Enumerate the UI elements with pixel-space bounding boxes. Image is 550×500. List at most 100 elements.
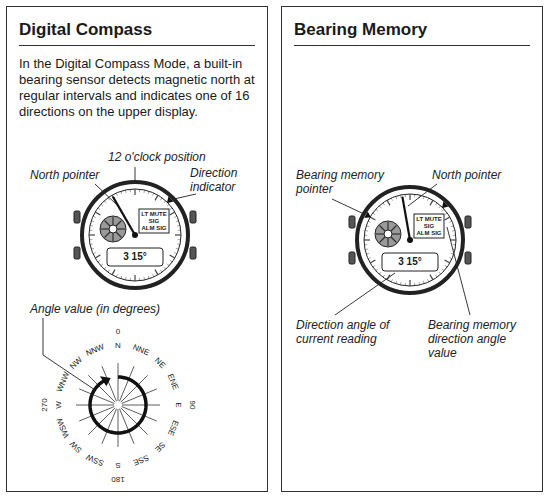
compass-rose: [76, 363, 160, 447]
dial-tick: [449, 221, 452, 222]
callout-label: Bearing memory pointer: [296, 168, 392, 196]
dial-tick: [90, 225, 93, 227]
angle-arrowhead: [100, 376, 111, 386]
dial-tick: [167, 204, 169, 206]
dial-tick: [383, 203, 385, 205]
dial-tick: [395, 196, 397, 199]
panel-heading: Digital Compass: [19, 19, 255, 46]
dial-tick: [143, 277, 145, 280]
dial-tick: [373, 213, 375, 215]
watch-illustration: [74, 182, 196, 288]
dial-tick: [391, 279, 392, 282]
dial-tick: [387, 200, 390, 205]
watch-button: [349, 216, 355, 228]
dial-tick: [91, 248, 94, 250]
dial-tick: [451, 253, 454, 255]
dial-tick: [93, 216, 96, 217]
dial-tick: [116, 274, 117, 277]
direction-label: ENE: [166, 373, 181, 392]
direction-label: E: [174, 402, 183, 407]
angle-readout: 3 15°: [398, 256, 421, 268]
direction-label: SSE: [132, 453, 150, 467]
watch-button: [190, 211, 196, 223]
dial-tick: [373, 265, 375, 267]
dial-tick: [155, 195, 158, 200]
rose-spoke: [118, 409, 119, 447]
panel-heading: Bearing Memory: [294, 19, 530, 46]
dial-tick: [139, 278, 140, 281]
dial-tick: [175, 234, 181, 235]
dial-tick: [160, 270, 162, 272]
leader-line: [135, 167, 136, 180]
lcd-text: SIG: [149, 218, 159, 225]
dial-tick: [98, 260, 100, 262]
lcd-text: ALM SIG: [142, 225, 167, 232]
dial-tick: [445, 217, 450, 220]
dial-tick: [176, 248, 179, 250]
dial-tick: [442, 209, 444, 211]
lcd-text: SIG: [424, 223, 434, 230]
dial-tick: [364, 235, 367, 236]
sub-dial-face: [100, 216, 126, 242]
panel: Digital CompassIn the Digital Compass Mo…: [6, 6, 268, 492]
dial-tick: [89, 230, 92, 231]
direction-label: NE: [153, 355, 167, 369]
dial-tick: [376, 209, 378, 211]
dial-tick: [176, 220, 179, 222]
dial-tick: [95, 255, 100, 258]
dial-tick: [164, 267, 166, 269]
dial-tick: [365, 248, 368, 250]
dial-tick: [160, 198, 162, 200]
dial-tick: [427, 279, 428, 282]
dial-tick: [167, 264, 169, 266]
dial-tick: [376, 269, 378, 271]
rose-spoke: [118, 363, 119, 401]
watch-bezel: [357, 187, 463, 293]
dial-tick: [90, 243, 93, 245]
upper-display: [139, 209, 169, 233]
watch-illustration: [349, 187, 471, 293]
callout-label: Direction indicator: [190, 166, 256, 194]
dial-tick: [130, 278, 131, 281]
dial-tick: [435, 203, 437, 205]
dial-tick: [445, 265, 447, 267]
dial-ring: [89, 189, 181, 281]
dial-tick: [427, 198, 428, 201]
dial-tick: [430, 275, 433, 280]
watch-button: [190, 247, 196, 259]
dial-tick: [368, 257, 371, 258]
dial-tick: [453, 244, 456, 245]
dial-tick: [93, 252, 96, 253]
lower-display: [107, 248, 163, 266]
sub-dial: [100, 216, 126, 242]
watch-button: [74, 247, 80, 259]
dial-tick: [170, 255, 175, 258]
dial-tick: [452, 230, 455, 232]
dial-tick: [370, 260, 375, 263]
dial-tick: [139, 189, 140, 192]
dial-tick: [368, 221, 371, 222]
dial-tick: [174, 252, 177, 253]
lcd-text: LT MUTE: [141, 211, 167, 218]
dial-tick: [445, 260, 450, 263]
dial-tick: [148, 191, 150, 194]
dial-tick: [116, 193, 117, 196]
leader-line: [408, 184, 437, 206]
dial-tick: [101, 204, 103, 206]
dial-tick: [104, 201, 106, 203]
dial-tick: [391, 198, 392, 201]
dial-tick: [365, 230, 368, 232]
dial-tick: [414, 194, 415, 197]
direction-label: SE: [153, 440, 167, 454]
rose-spoke: [79, 407, 114, 422]
dial-tick: [423, 196, 425, 199]
watch-button: [349, 252, 355, 264]
dial-tick: [125, 277, 127, 280]
dial-tick: [98, 208, 100, 210]
leader-line: [335, 273, 395, 315]
dial-tick: [430, 200, 433, 205]
dial-tick: [174, 216, 177, 217]
dial-tick: [164, 201, 166, 203]
degree-label: 270: [40, 398, 49, 411]
dial-tick: [414, 283, 415, 286]
